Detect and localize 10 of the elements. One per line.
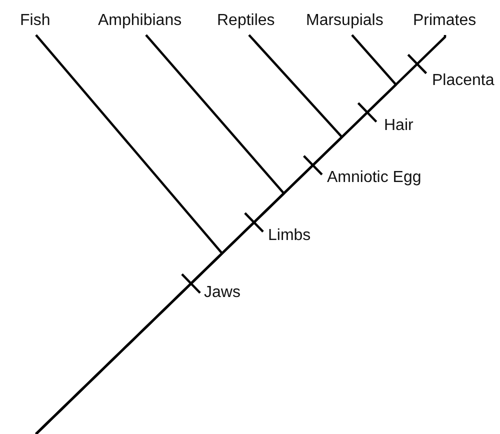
taxon-label: Fish [20,11,50,35]
trait-label: Limbs [268,226,311,245]
taxon-label: Marsupials [306,11,384,35]
trait-label: Jaws [204,283,240,302]
taxon-label: Reptiles [217,11,275,35]
taxon-label: Primates [413,11,476,35]
taxon-label: Amphibians [98,11,182,35]
trait-label: Placenta [432,71,494,90]
trait-label: Amniotic Egg [327,168,422,187]
trait-label: Hair [384,116,414,135]
